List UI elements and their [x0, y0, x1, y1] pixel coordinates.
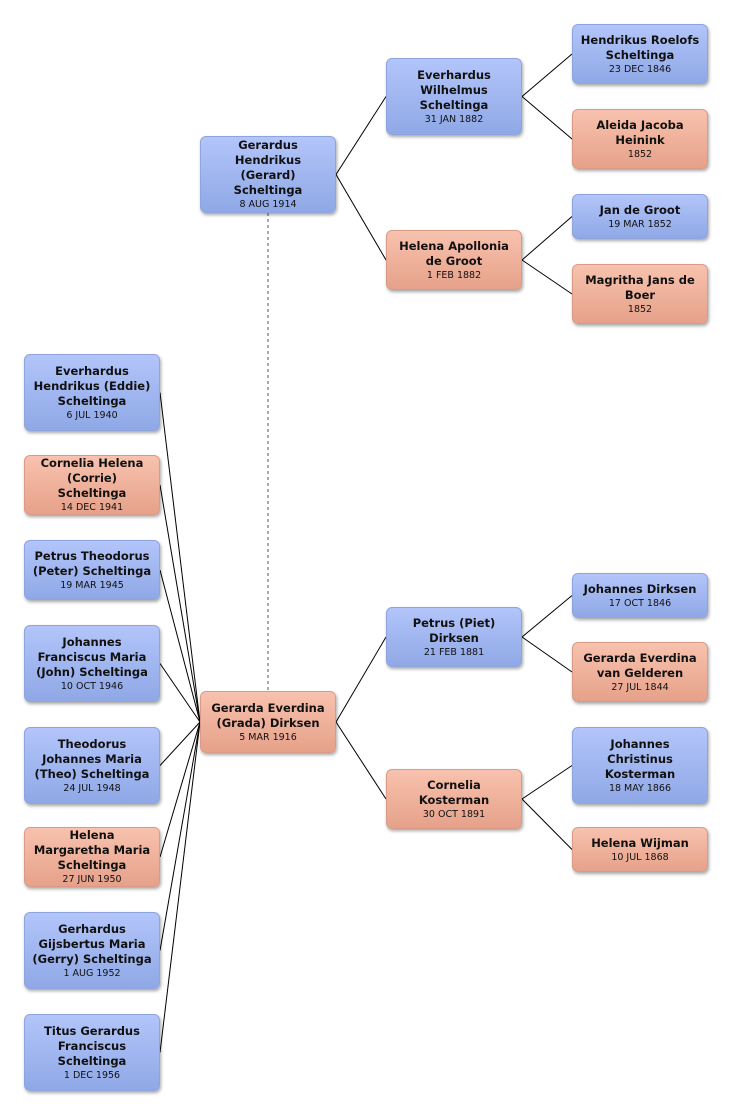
relation-connector — [159, 721, 201, 1053]
person-date: 27 JUL 1844 — [611, 681, 669, 693]
relation-connector — [521, 259, 573, 295]
person-card-hendrikus-roelofs[interactable]: Hendrikus Roelofs Scheltinga 23 DEC 1846 — [572, 24, 708, 84]
person-card-johannes-kosterman[interactable]: Johannes Christinus Kosterman 18 MAY 186… — [572, 727, 708, 804]
person-card-john[interactable]: Johannes Franciscus Maria (John) Schelti… — [24, 625, 160, 702]
relation-connector — [159, 721, 201, 858]
person-date: 14 DEC 1941 — [60, 502, 124, 513]
person-card-cornelia-kosterman[interactable]: Cornelia Kosterman 30 OCT 1891 — [386, 769, 522, 829]
person-card-jan-de-groot[interactable]: Jan de Groot 19 MAR 1852 — [572, 194, 708, 239]
person-name: Aleida Jacoba Heinink — [596, 117, 684, 147]
person-card-johannes-dirksen[interactable]: Johannes Dirksen 17 OCT 1846 — [572, 573, 708, 618]
relation-connector — [159, 663, 201, 723]
person-card-everhardus-wilhelmus[interactable]: Everhardus Wilhelmus Scheltinga 31 JAN 1… — [386, 58, 522, 135]
person-name: Petrus Theodorus (Peter) Scheltinga — [32, 548, 152, 578]
person-name: Magritha Jans de Boer — [585, 272, 695, 302]
person-date: 27 JUN 1950 — [62, 874, 122, 885]
person-card-magritha[interactable]: Magritha Jans de Boer 1852 — [572, 264, 708, 324]
person-date: 18 MAY 1866 — [608, 782, 672, 794]
person-name: Johannes Christinus Kosterman — [604, 736, 676, 781]
person-card-titus[interactable]: Titus Gerardus Franciscus Scheltinga 1 D… — [24, 1014, 160, 1091]
person-date: 8 AUG 1914 — [239, 199, 297, 210]
person-name: Gerarda Everdina van Gelderen — [583, 650, 697, 680]
person-date: 31 JAN 1882 — [424, 113, 484, 125]
relation-connector — [159, 484, 201, 723]
person-card-helena-margaretha[interactable]: Helena Margaretha Maria Scheltinga 27 JU… — [24, 827, 160, 887]
person-card-helena-apollonia[interactable]: Helena Apollonia de Groot 1 FEB 1882 — [386, 230, 522, 290]
person-date: 21 FEB 1881 — [423, 646, 485, 658]
person-card-gerard[interactable]: Gerardus Hendrikus (Gerard) Scheltinga 8… — [200, 136, 336, 213]
person-card-grada[interactable]: Gerarda Everdina (Grada) Dirksen 5 MAR 1… — [200, 691, 336, 753]
relation-connector — [159, 392, 201, 723]
person-date: 1 AUG 1952 — [63, 967, 121, 979]
relation-connector — [521, 96, 573, 140]
person-date: 19 MAR 1852 — [608, 218, 672, 230]
person-card-gerarda-van-gelderen[interactable]: Gerarda Everdina van Gelderen 27 JUL 184… — [572, 642, 708, 702]
relation-connector — [521, 216, 573, 261]
person-date: 30 OCT 1891 — [422, 808, 486, 820]
person-name: Helena Margaretha Maria Scheltinga — [33, 828, 151, 872]
person-name: Helena Wijman — [591, 835, 689, 850]
person-card-piet[interactable]: Petrus (Piet) Dirksen 21 FEB 1881 — [386, 607, 522, 667]
person-date: 1 FEB 1882 — [426, 269, 482, 281]
person-name: Gerardus Hendrikus (Gerard) Scheltinga — [233, 138, 303, 197]
person-name: Jan de Groot — [599, 202, 681, 217]
person-date: 6 JUL 1940 — [66, 409, 118, 421]
relation-connector — [335, 721, 387, 800]
person-name: Gerarda Everdina (Grada) Dirksen — [211, 700, 325, 730]
person-card-peter[interactable]: Petrus Theodorus (Peter) Scheltinga 19 M… — [24, 540, 160, 600]
relation-connector — [159, 569, 201, 723]
person-name: Gerhardus Gijsbertus Maria (Gerry) Schel… — [32, 921, 152, 966]
person-date: 10 OCT 1946 — [60, 680, 124, 692]
relation-connector — [521, 53, 573, 97]
person-date: 5 MAR 1916 — [239, 731, 297, 743]
person-name: Hendrikus Roelofs Scheltinga — [580, 32, 700, 62]
person-name: Johannes Dirksen — [583, 581, 697, 596]
person-date: 10 JUL 1868 — [611, 851, 669, 863]
person-card-helena-wijman[interactable]: Helena Wijman 10 JUL 1868 — [572, 827, 708, 872]
person-date: 19 MAR 1945 — [60, 579, 124, 591]
person-date: 24 JUL 1948 — [63, 782, 121, 794]
relation-connector — [521, 798, 573, 850]
person-date: 1852 — [627, 148, 653, 160]
person-date: 1 DEC 1956 — [63, 1069, 121, 1081]
person-name: Johannes Franciscus Maria (John) Schelti… — [36, 634, 148, 679]
person-date: 1852 — [627, 303, 653, 315]
person-name: Cornelia Kosterman — [418, 777, 490, 807]
person-name: Cornelia Helena (Corrie) Scheltinga — [40, 456, 144, 500]
person-card-theo[interactable]: Theodorus Johannes Maria (Theo) Scheltin… — [24, 727, 160, 804]
person-card-eddie[interactable]: Everhardus Hendrikus (Eddie) Scheltinga … — [24, 354, 160, 431]
person-name: Theodorus Johannes Maria (Theo) Scheltin… — [34, 736, 150, 781]
relation-connector — [335, 636, 387, 723]
person-date: 17 OCT 1846 — [608, 597, 672, 609]
relation-connector — [521, 765, 573, 800]
person-name: Petrus (Piet) Dirksen — [412, 615, 496, 645]
person-card-aleida-jacoba[interactable]: Aleida Jacoba Heinink 1852 — [572, 109, 708, 169]
person-date: 23 DEC 1846 — [608, 63, 672, 75]
person-name: Helena Apollonia de Groot — [399, 238, 509, 268]
relation-connector — [521, 595, 573, 638]
person-card-corrie[interactable]: Cornelia Helena (Corrie) Scheltinga 14 D… — [24, 455, 160, 515]
person-name: Everhardus Hendrikus (Eddie) Scheltinga — [33, 363, 151, 408]
relation-connector — [159, 721, 201, 766]
relation-connector — [335, 174, 387, 261]
person-card-gerry[interactable]: Gerhardus Gijsbertus Maria (Gerry) Schel… — [24, 912, 160, 989]
relation-connector — [335, 96, 387, 175]
relation-connector — [159, 721, 201, 951]
person-name: Everhardus Wilhelmus Scheltinga — [417, 67, 491, 112]
person-name: Titus Gerardus Franciscus Scheltinga — [44, 1023, 140, 1068]
relation-connector — [521, 636, 573, 673]
